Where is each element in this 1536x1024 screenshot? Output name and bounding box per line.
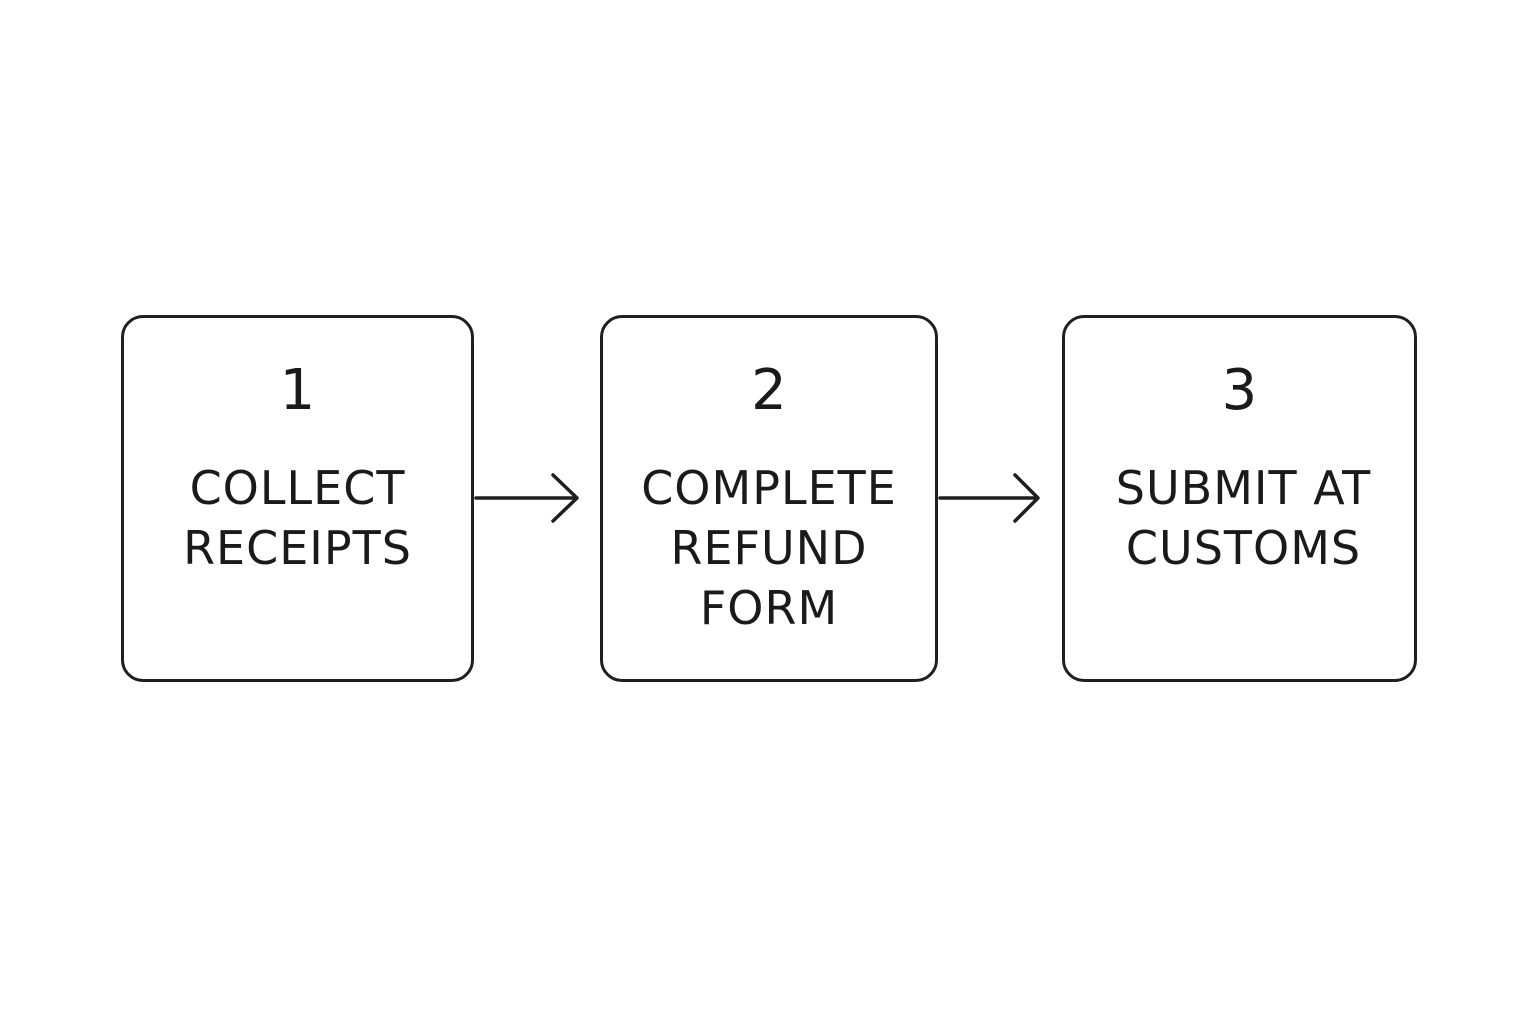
step-number: 3 (1221, 358, 1258, 423)
step-label: COMPLETE REFUND FORM (641, 461, 897, 635)
step-box-submit-at-customs: 3 SUBMIT AT CUSTOMS (1062, 315, 1417, 682)
step-box-complete-refund-form: 2 COMPLETE REFUND FORM (600, 315, 938, 682)
step-number: 1 (279, 358, 316, 423)
step-box-collect-receipts: 1 COLLECT RECEIPTS (121, 315, 474, 682)
step-label: SUBMIT AT CUSTOMS (1115, 461, 1372, 575)
arrow-right-icon (474, 473, 579, 523)
step-label: COLLECT RECEIPTS (183, 461, 412, 575)
step-number: 2 (751, 358, 787, 423)
arrow-right-icon (938, 473, 1040, 523)
